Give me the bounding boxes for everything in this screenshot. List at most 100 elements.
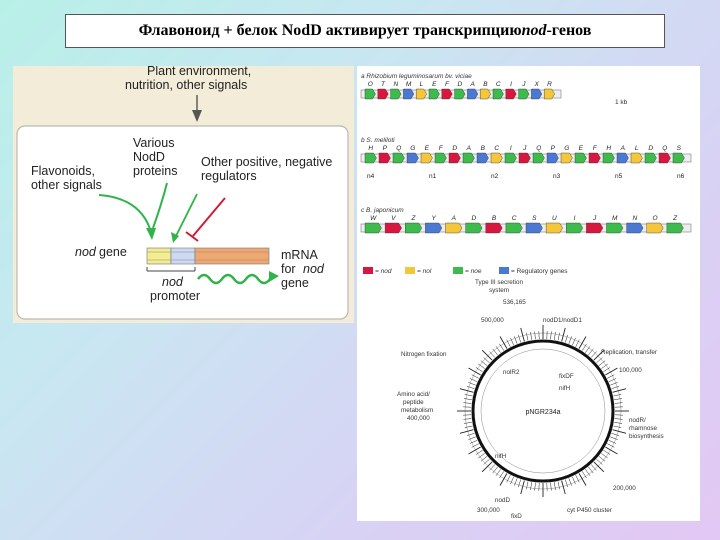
plasmid-tick bbox=[561, 327, 566, 342]
row-b-gene-label-17: H bbox=[606, 145, 611, 152]
plasmid-name: pNGR234a bbox=[525, 409, 560, 416]
plasmid-label-10: nifH bbox=[559, 385, 571, 392]
various-line3: proteins bbox=[133, 164, 177, 178]
plasmid-tick bbox=[603, 367, 611, 372]
row-b-gene-19 bbox=[630, 152, 643, 164]
row-b-gene-14 bbox=[560, 152, 573, 164]
plasmid-tick bbox=[578, 336, 587, 349]
plasmid-inner-ring bbox=[480, 348, 606, 474]
row-b-marker-1: n1 bbox=[429, 173, 437, 180]
plasmid-tick bbox=[598, 360, 606, 366]
row-a-gene-2 bbox=[390, 88, 402, 100]
row-a-gene-label-1: T bbox=[381, 81, 386, 88]
row-c-gene-label-11: J bbox=[592, 215, 597, 222]
row-b-gene-13 bbox=[546, 152, 559, 164]
legend-regulatory: = Regulatory genes bbox=[511, 268, 568, 275]
row-c-gene-label-3: Y bbox=[431, 215, 436, 222]
row-c-gene-4 bbox=[445, 222, 463, 234]
plasmid-tick bbox=[510, 476, 514, 485]
plasmid-tick bbox=[495, 469, 501, 476]
plasmid-label-1: system bbox=[489, 287, 509, 294]
row-b-gene-10 bbox=[504, 152, 517, 164]
row-c-gene-8 bbox=[525, 222, 543, 234]
plasmid-tick bbox=[603, 450, 611, 455]
plasmid-tick bbox=[607, 443, 615, 448]
plasmid-tick bbox=[593, 461, 605, 473]
row-b-gene-label-22: S bbox=[677, 145, 682, 152]
row-b-marker-5: n6 bbox=[677, 173, 685, 180]
plasmid-tick bbox=[593, 349, 605, 361]
plasmid-tick bbox=[575, 475, 580, 483]
row-b-gene-9 bbox=[490, 152, 503, 164]
row-c-gene-1 bbox=[384, 222, 402, 234]
row-b-gene-17 bbox=[602, 152, 615, 164]
plasmid-tick bbox=[572, 476, 576, 485]
plasmid-tick bbox=[611, 433, 620, 436]
row-b-gene-15 bbox=[574, 152, 587, 164]
row-b-marker-4: n5 bbox=[615, 173, 623, 180]
mrna-line3: gene bbox=[281, 276, 309, 290]
row-a-gene-label-13: X bbox=[533, 81, 539, 88]
row-b-gene-label-14: G bbox=[564, 145, 569, 152]
row-a-gene-label-8: A bbox=[469, 81, 474, 88]
plasmid-tick bbox=[612, 429, 627, 434]
row-a-gene-1 bbox=[377, 88, 389, 100]
repressor-bar bbox=[185, 231, 199, 242]
legend-regulatory-swatch bbox=[499, 267, 509, 274]
plasmid-label-15: nodR/ bbox=[629, 417, 646, 424]
legend-nod-swatch bbox=[363, 267, 373, 274]
plasmid-tick bbox=[557, 481, 560, 490]
plasmid-tick bbox=[614, 398, 623, 400]
row-a-gene-label-11: I bbox=[510, 81, 512, 88]
plasmid-tick bbox=[568, 336, 572, 344]
row-b-gene-label-18: A bbox=[620, 145, 625, 152]
row-c-gene-0 bbox=[364, 222, 382, 234]
plasmid-tick bbox=[588, 466, 594, 474]
row-c-gene-10 bbox=[566, 222, 583, 234]
row-b-gene-6 bbox=[448, 152, 461, 164]
row-c-gene-15 bbox=[666, 222, 684, 234]
row-a-gene-10 bbox=[492, 88, 504, 100]
plant-env-line1: Plant environment, bbox=[147, 66, 251, 78]
plasmid-tick bbox=[481, 349, 493, 361]
plasmid-tick bbox=[481, 461, 493, 473]
plasmid-tick bbox=[475, 367, 483, 372]
plasmid-tick bbox=[601, 453, 608, 459]
row-b-gene-18 bbox=[616, 152, 629, 164]
plant-env-line2: nutrition, other signals bbox=[125, 78, 247, 92]
plasmid-tick bbox=[469, 378, 478, 382]
plasmid-label-2: 536,165 bbox=[503, 299, 526, 306]
plasmid-label-11: Amino acid/ bbox=[397, 391, 430, 398]
row-c-gene-label-7: C bbox=[512, 215, 517, 222]
plasmid-tick bbox=[588, 348, 594, 356]
row-a-gene-label-14: R bbox=[547, 81, 552, 88]
plasmid-label-17: biosynthesis bbox=[629, 433, 664, 440]
row-a-gene-4 bbox=[416, 88, 427, 100]
plasmid-tick bbox=[614, 418, 623, 420]
plasmid-tick bbox=[471, 443, 479, 448]
legend-nol-swatch bbox=[405, 267, 415, 274]
row-c-gene-label-2: Z bbox=[411, 215, 417, 222]
plasmid-tick bbox=[557, 332, 560, 341]
plasmid-label-22: fixD bbox=[511, 513, 522, 520]
row-b-marker-2: n2 bbox=[491, 173, 499, 180]
row-b-gene-label-2: Q bbox=[396, 145, 401, 152]
plasmid-label-8: 100,000 bbox=[619, 367, 642, 374]
row-a-gene-5 bbox=[428, 88, 440, 100]
row-c-genes bbox=[364, 222, 684, 234]
plasmid-tick bbox=[582, 343, 587, 351]
legend-noe-swatch bbox=[453, 267, 463, 274]
row-b-gene-8 bbox=[476, 152, 489, 164]
row-b-gene-20 bbox=[644, 152, 657, 164]
plasmid-tick bbox=[459, 429, 474, 434]
row-c-gene-9 bbox=[545, 222, 563, 234]
promoter-box-blue bbox=[170, 247, 196, 265]
plasmid-tick bbox=[469, 440, 478, 444]
plasmid-ticks bbox=[457, 325, 629, 497]
row-c-gene-label-0: W bbox=[370, 215, 377, 222]
plasmid-tick bbox=[530, 331, 532, 340]
row-b-gene-3 bbox=[406, 152, 419, 164]
nodd-arrow bbox=[152, 182, 168, 229]
